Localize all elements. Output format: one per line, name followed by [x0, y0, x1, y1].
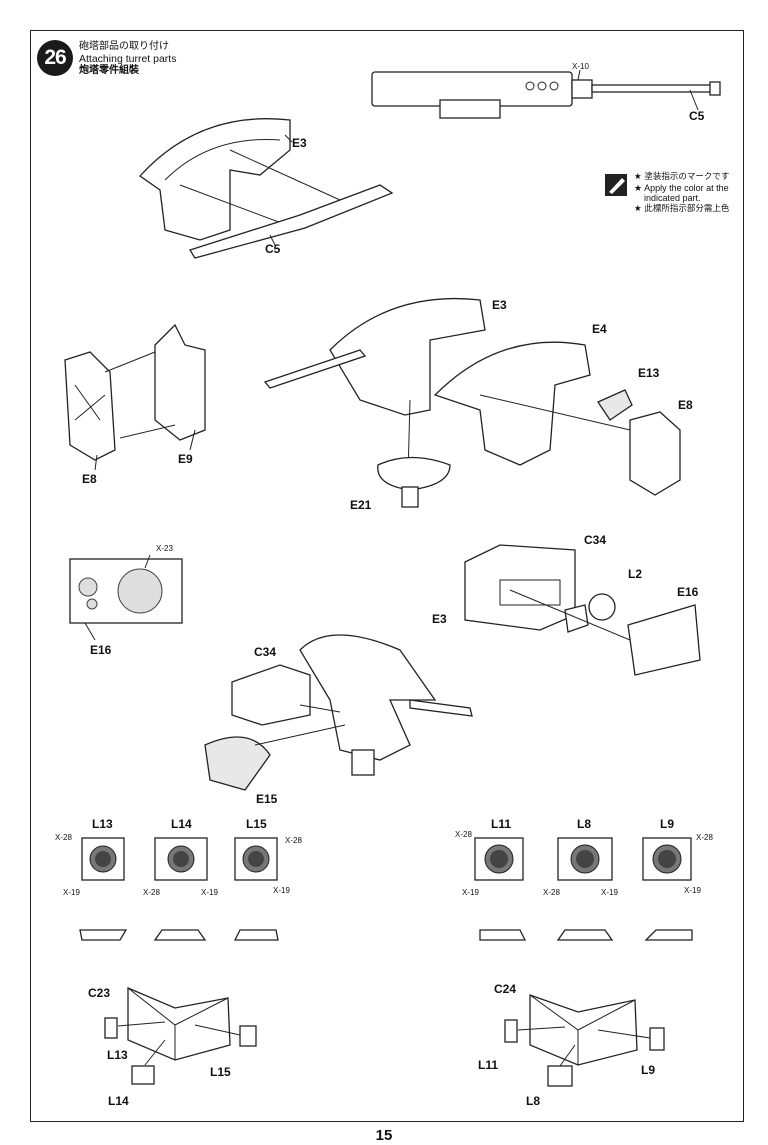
- light-code-l9-a: X-28: [696, 833, 713, 842]
- light-label-l15: L15: [246, 817, 267, 831]
- label-l14-bottom: L14: [108, 1094, 129, 1108]
- label-e3-b: E3: [492, 298, 507, 312]
- label-c23: C23: [88, 986, 111, 1000]
- label-c24: C24: [494, 982, 517, 996]
- paint-note: ★ 塗装指示のマークです ★ Apply the color at the in…: [634, 172, 729, 214]
- paint-note-en2: indicated part.: [644, 193, 701, 203]
- turret-assembly-lower: [204, 634, 473, 791]
- label-l2: L2: [628, 567, 643, 581]
- label-x23: X-23: [156, 544, 173, 553]
- label-l15-bottom: L15: [210, 1065, 231, 1079]
- light-code-l15-b: X-19: [273, 886, 290, 895]
- light-code-l15-a: X-28: [285, 836, 302, 845]
- paint-note-en1: ★ Apply the color at the: [634, 182, 729, 193]
- paint-marker-icon: [605, 174, 627, 196]
- panel-e16-left: [69, 554, 183, 641]
- paint-note-zh: ★ 此標所指示部分需上色: [634, 203, 730, 214]
- light-code-l8-b: X-19: [601, 888, 618, 897]
- label-l8-bottom: L8: [526, 1094, 541, 1108]
- label-e4: E4: [592, 322, 607, 336]
- label-c5-top: C5: [689, 109, 705, 123]
- side-panels-e8-e9: [64, 323, 206, 471]
- label-e15: E15: [256, 792, 278, 806]
- light-label-l8: L8: [577, 817, 592, 831]
- light-code-l11-a: X-28: [455, 830, 472, 839]
- label-l11-bottom: L11: [478, 1058, 499, 1072]
- label-e21: E21: [350, 498, 372, 512]
- light-label-l13: L13: [92, 817, 113, 831]
- turret-assembly-middle: [263, 297, 681, 508]
- lights-row: [81, 837, 692, 881]
- light-label-l14: L14: [171, 817, 192, 831]
- label-e13: E13: [638, 366, 660, 380]
- page-number: 15: [375, 1127, 393, 1144]
- label-c5-a: C5: [265, 242, 281, 256]
- c34-l2-e16-assembly: [464, 544, 701, 676]
- label-x10: X-10: [572, 62, 589, 71]
- light-code-l13-b: X-19: [63, 888, 80, 897]
- lens-covers: [79, 929, 693, 941]
- label-e9: E9: [178, 452, 193, 466]
- paint-note-jp: ★ 塗装指示のマークです: [634, 172, 730, 182]
- light-code-l11-b: X-19: [462, 888, 479, 897]
- label-e16-left: E16: [90, 643, 112, 657]
- step-title-zh: 炮塔零件組裝: [79, 65, 139, 76]
- label-c34-center: C34: [254, 645, 277, 659]
- label-e3-a: E3: [292, 136, 307, 150]
- label-e8-left: E8: [82, 472, 97, 486]
- label-c34-right: C34: [584, 533, 607, 547]
- label-e8-right: E8: [678, 398, 693, 412]
- step-title-jp: 砲塔部品の取り付け: [79, 41, 169, 52]
- light-label-l9: L9: [660, 817, 675, 831]
- step-title-en: Attaching turret parts: [79, 53, 177, 65]
- label-l13-bottom: L13: [107, 1048, 128, 1062]
- light-code-l8-a: X-28: [543, 888, 560, 897]
- page-frame: [30, 30, 744, 1122]
- shield-e3-assembly-1: [139, 118, 394, 259]
- light-mount-left: [104, 987, 257, 1085]
- label-e3-c: E3: [432, 612, 447, 626]
- light-mount-right: [504, 994, 665, 1087]
- light-code-l9-b: X-19: [684, 886, 701, 895]
- step-number-badge: 26: [37, 40, 73, 76]
- label-e16-right: E16: [677, 585, 699, 599]
- light-code-l13-a: X-28: [55, 833, 72, 842]
- light-label-l11: L11: [491, 817, 512, 831]
- light-code-l14-b: X-19: [201, 888, 218, 897]
- light-code-l14-a: X-28: [143, 888, 160, 897]
- step-title: 砲塔部品の取り付け Attaching turret parts 炮塔零件組裝: [79, 41, 176, 77]
- label-l9-bottom: L9: [641, 1063, 656, 1077]
- machine-gun-detail: [371, 69, 721, 119]
- paint-brush-icon: [605, 174, 627, 196]
